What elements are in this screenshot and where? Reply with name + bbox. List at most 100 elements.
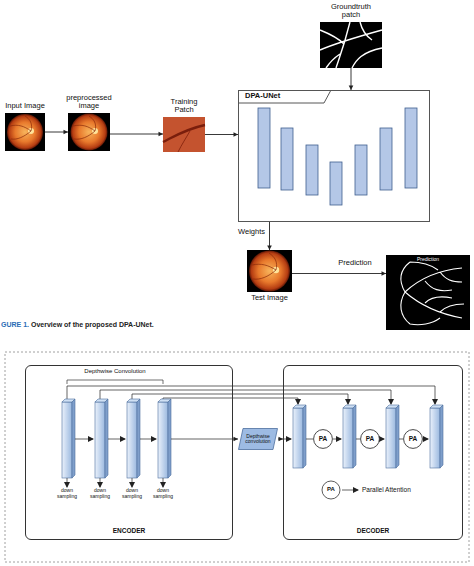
- flow-line: [171, 439, 233, 440]
- connector-line: [45, 132, 68, 133]
- vessel: [163, 125, 205, 142]
- circle-outline: [361, 430, 380, 449]
- image-node: Groundtruth patch: [320, 22, 382, 68]
- unet-bar: [405, 108, 417, 188]
- image-background: [5, 113, 45, 151]
- image-node: Prediction: [386, 255, 470, 330]
- skip-line: [100, 390, 391, 404]
- block-side: [168, 399, 171, 478]
- block-side: [396, 405, 399, 468]
- connector-line: [292, 273, 386, 274]
- node-text: DECODER: [284, 527, 462, 534]
- connector: [278, 437, 283, 442]
- label-text: down sampling: [54, 488, 80, 500]
- connector-line: [205, 134, 238, 135]
- flow-line: [306, 439, 313, 440]
- connector-line: [278, 439, 283, 440]
- vessel: [178, 131, 190, 152]
- fundus-image: [5, 113, 45, 151]
- legend-text: Parallel Attention: [362, 486, 411, 493]
- flow-arrow: [333, 439, 341, 440]
- title-tab: [238, 90, 331, 103]
- retina: [7, 114, 43, 150]
- node-text: PA: [360, 429, 380, 449]
- down-arrow: [67, 478, 68, 487]
- vessels: [73, 116, 96, 139]
- skip-connections: [67, 386, 435, 404]
- arrow-head: [267, 246, 272, 251]
- node-text: Input Image: [0, 102, 50, 111]
- process-box: Depthwise convolution: [238, 428, 278, 450]
- node-text: PA: [313, 429, 333, 449]
- decoder-box: DECODER PA PA PA: [283, 365, 463, 540]
- encoder-box: ENCODER: [25, 365, 233, 540]
- flow-arrow: [380, 439, 384, 440]
- connector: [110, 132, 163, 137]
- skip-line: [67, 386, 435, 404]
- legend-arrow: [342, 490, 358, 491]
- training-patch: [163, 117, 205, 152]
- down-arrow: [132, 478, 133, 487]
- arrow-head: [279, 437, 284, 442]
- block-side: [137, 399, 140, 478]
- feature-block: [386, 408, 396, 468]
- image-node: preprocessed image: [68, 113, 110, 151]
- connector: [233, 437, 238, 442]
- node-text: preprocessed image: [64, 94, 114, 111]
- feature-block: [127, 402, 137, 478]
- edge-label: Weights: [236, 228, 268, 237]
- arrow-head: [382, 271, 387, 276]
- image-node: Input Image: [5, 113, 45, 151]
- block-side: [72, 399, 75, 478]
- arrow-head: [64, 130, 69, 135]
- connector-line: [269, 222, 270, 250]
- node-text: Training Patch: [164, 98, 204, 115]
- label-text: down sampling: [119, 488, 145, 500]
- flow-line: [356, 439, 360, 440]
- fundus-image: [68, 113, 110, 151]
- flow-arrow: [75, 439, 93, 440]
- label-text: down sampling: [87, 488, 113, 500]
- vessel-tree: [401, 262, 464, 325]
- connector-line: [110, 134, 163, 135]
- unet-bar: [258, 108, 270, 188]
- prediction-map: [386, 255, 470, 330]
- dashed-frame: [5, 352, 469, 562]
- block-side: [303, 405, 306, 468]
- attention-circle: PA: [313, 429, 333, 449]
- attention-circle: PA: [403, 429, 423, 449]
- image-background: [247, 250, 292, 292]
- image-node: Test Image: [247, 250, 292, 292]
- node-text: Groundtruth patch: [326, 3, 376, 20]
- image-node: Training Patch: [163, 117, 205, 152]
- label-text: down sampling: [150, 488, 176, 500]
- patch-background: [163, 117, 205, 152]
- groundtruth-patch: [320, 22, 382, 68]
- feature-block: [343, 408, 353, 468]
- connector: [292, 271, 386, 276]
- flow-arrow: [423, 439, 428, 440]
- vessels: [252, 253, 277, 279]
- connector: [267, 222, 272, 250]
- circle-outline: [314, 430, 333, 449]
- fundus-image: [247, 250, 292, 292]
- feature-block: [158, 402, 168, 478]
- node-text: PA: [403, 429, 423, 449]
- feature-block: [95, 402, 105, 478]
- block-side: [105, 399, 108, 478]
- model-box: DPA-UNet: [238, 90, 430, 222]
- arrow-head: [234, 437, 239, 442]
- unet-bar: [330, 162, 342, 205]
- arrow-head: [159, 132, 164, 137]
- legend-symbol: [322, 481, 340, 499]
- vessels: [10, 116, 32, 139]
- flow-arrow: [140, 439, 156, 440]
- down-arrow: [163, 478, 164, 487]
- flow-line: [399, 439, 403, 440]
- feature-block: [62, 402, 72, 478]
- node-text: Depthwise convolution: [238, 428, 278, 450]
- patch-background: [320, 22, 382, 68]
